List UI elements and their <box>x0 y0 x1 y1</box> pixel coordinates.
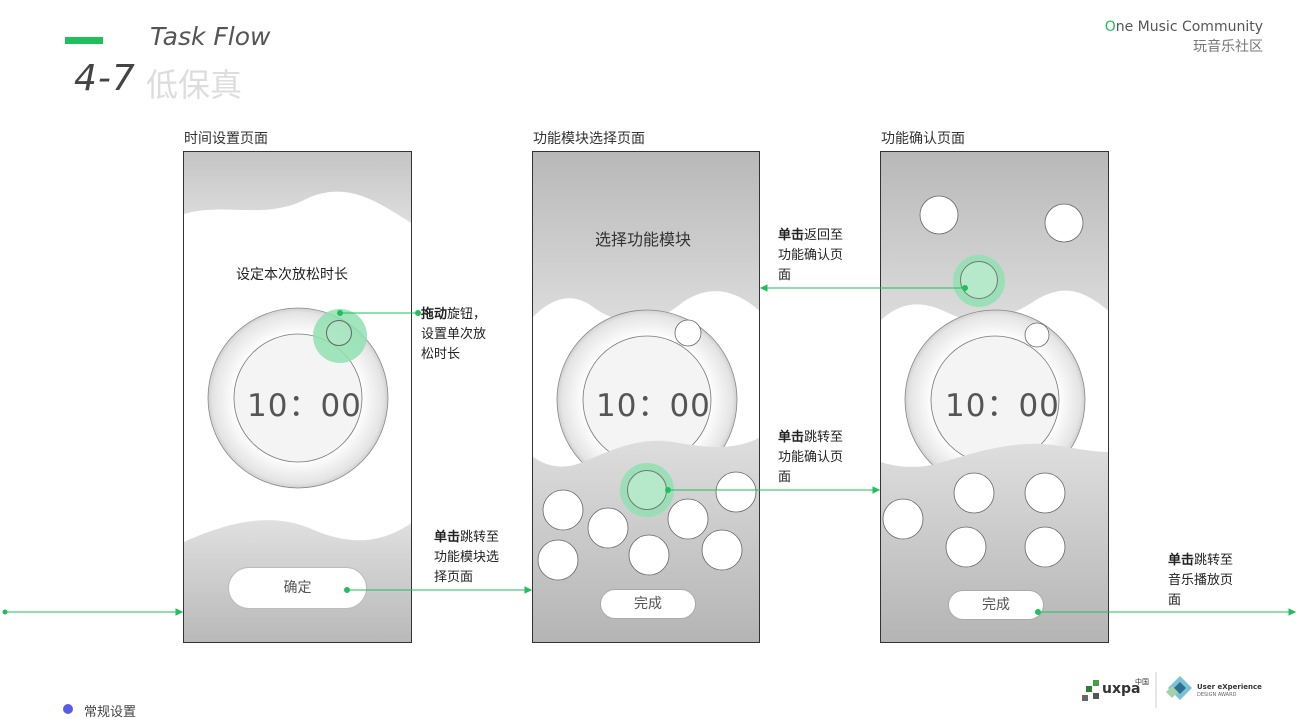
brand-initial: O <box>1104 19 1116 35</box>
annotation-drag: 拖动旋钮， 设置单次放 松时长 <box>421 305 486 365</box>
annotation-to-music-action: 单击 <box>1168 553 1195 568</box>
annotation-to-module-action: 单击 <box>434 530 461 545</box>
annotation-to-music-line2: 音乐播放页 <box>1168 573 1234 588</box>
time-display: 10：00 <box>247 388 362 424</box>
annotation-drag-action: 拖动 <box>421 307 448 322</box>
rotary-knob-handle[interactable] <box>313 309 367 363</box>
annotation-back-line3: 面 <box>778 268 792 283</box>
brand-name: ne Music Community <box>1115 19 1263 35</box>
ux-award-logo-text: User eXperience <box>1197 683 1262 691</box>
selected-module-confirm[interactable] <box>953 255 1005 307</box>
annotation-to-confirm-action: 单击 <box>778 430 805 445</box>
module-option-selected[interactable] <box>620 463 674 517</box>
annotation-to-music-line3: 面 <box>1168 593 1182 608</box>
page-number: 4-7 <box>74 58 136 99</box>
screen-title-module: 功能模块选择页面 <box>533 131 645 147</box>
done-button[interactable]: 完成 <box>600 589 696 619</box>
uxpa-logo-cn: 中国 <box>1135 678 1149 686</box>
annotation-drag-line3: 松时长 <box>421 347 461 362</box>
annotation-to-music-line1: 跳转至 <box>1194 553 1234 568</box>
annotation-back-action: 单击 <box>778 228 805 243</box>
annotation-to-confirm-line2: 功能确认页 <box>778 450 844 465</box>
annotation-back-line2: 功能确认页 <box>778 248 844 263</box>
annotation-to-confirm-line1: 跳转至 <box>804 430 844 445</box>
bullet-dot <box>63 704 73 714</box>
partner-logos: uxpa 中国 User eXperience DESIGN AWARD <box>1080 668 1262 710</box>
screen-title-confirm: 功能确认页面 <box>881 131 965 147</box>
ux-award-logo-sub: DESIGN AWARD <box>1197 692 1237 698</box>
accent-bar <box>65 37 103 44</box>
time-display-2: 10：00 <box>596 388 711 424</box>
confirm-screen <box>880 151 1109 643</box>
annotation-to-confirm: 单击跳转至 功能确认页 面 <box>778 428 843 488</box>
annotation-to-music: 单击跳转至 音乐播放页 面 <box>1168 551 1233 611</box>
annotation-drag-line1: 旋钮， <box>447 307 487 322</box>
module-icon <box>627 470 667 510</box>
module-heading: 选择功能模块 <box>595 230 692 249</box>
annotation-to-module-line2: 功能模块选 <box>434 550 500 565</box>
annotation-to-module-line1: 跳转至 <box>460 530 500 545</box>
time-display-3: 10：00 <box>945 388 1060 424</box>
annotation-to-module-line3: 择页面 <box>434 570 474 585</box>
screen-title-time: 时间设置页面 <box>184 131 268 147</box>
page-title: 低保真 <box>146 66 243 104</box>
footer-label: 常规设置 <box>84 705 137 720</box>
module-select-screen <box>532 151 760 643</box>
annotation-to-module: 单击跳转至 功能模块选 择页面 <box>434 528 499 588</box>
section-label: Task Flow <box>150 22 271 51</box>
annotation-back-line1: 返回至 <box>804 228 844 243</box>
uxpa-logo <box>1082 672 1192 708</box>
annotation-drag-line2: 设置单次放 <box>421 327 487 342</box>
brand-subtitle: 玩音乐社区 <box>1193 39 1263 55</box>
confirm-button[interactable]: 确定 <box>228 567 367 609</box>
time-setting-screen <box>183 151 412 643</box>
selected-module-icon <box>960 261 998 299</box>
uxpa-logo-text: uxpa <box>1102 681 1141 697</box>
brand: One Music Community 玩音乐社区 <box>1105 17 1263 57</box>
done-button-2[interactable]: 完成 <box>948 590 1044 620</box>
annotation-to-confirm-line3: 面 <box>778 470 792 485</box>
annotation-back-confirm: 单击返回至 功能确认页 面 <box>778 226 843 286</box>
knob-icon <box>326 320 352 346</box>
time-prompt: 设定本次放松时长 <box>236 267 348 283</box>
